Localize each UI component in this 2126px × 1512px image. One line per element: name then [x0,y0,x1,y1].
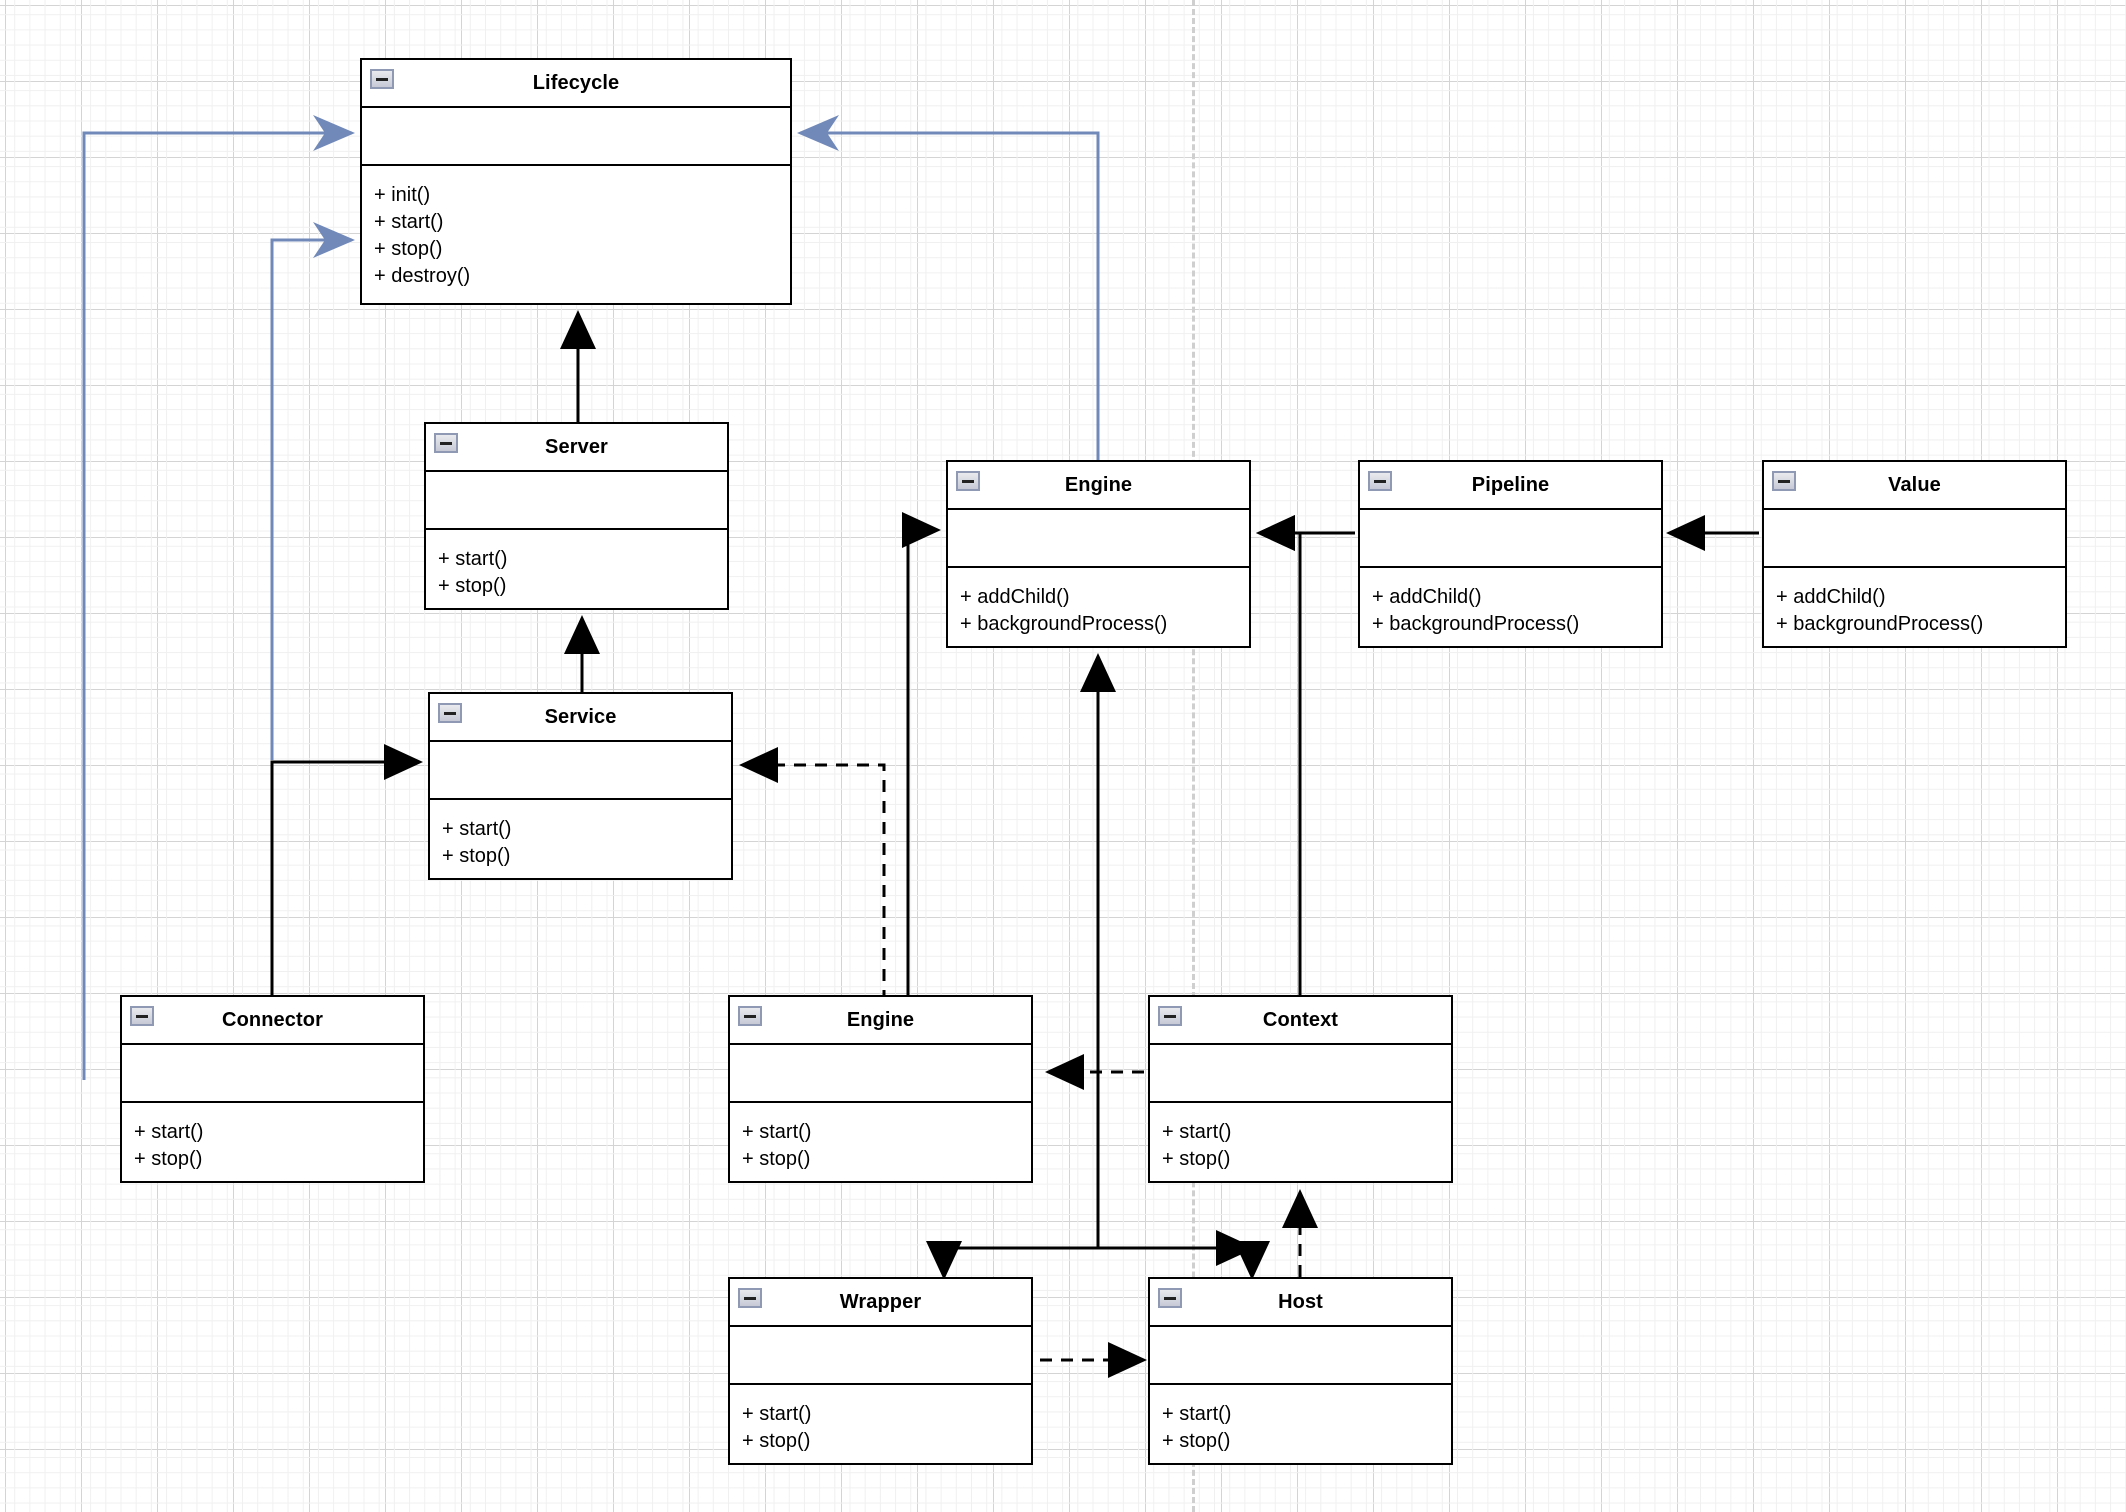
edge-enginebottom-to-enginetop [902,512,941,995]
operations-compartment: + start() + stop() [730,1103,1031,1185]
operations-compartment: + addChild() + backgroundProcess() [948,568,1249,650]
operation-item: + start() [1162,1121,1232,1143]
operation-item: + start() [742,1403,812,1425]
attributes-compartment [948,510,1249,568]
operation-item: + start() [442,818,512,840]
operation-item: + stop() [134,1148,203,1170]
attributes-compartment [122,1045,423,1103]
operation-item: + stop() [742,1430,811,1452]
class-box-value[interactable]: Value + addChild() + backgroundProcess() [1762,460,2067,648]
operation-item: + stop() [742,1148,811,1170]
operations-compartment: + init() + start() + stop() + destroy() [362,166,790,302]
operation-item: + stop() [1162,1430,1231,1452]
minus-icon[interactable] [1158,1006,1182,1026]
edge-connector-to-lifecycle [82,115,355,1080]
attributes-compartment [730,1327,1031,1385]
class-header: Value [1764,462,2065,510]
minus-icon[interactable] [434,433,458,453]
class-name: Engine [1064,473,1133,496]
class-box-context[interactable]: Context + start() + stop() [1148,995,1453,1183]
operation-item: + destroy() [374,265,471,287]
operation-item: + stop() [1162,1148,1231,1170]
class-header: Wrapper [730,1279,1031,1327]
operation-item: + start() [134,1121,204,1143]
operation-item: + stop() [442,845,511,867]
minus-icon[interactable] [1368,471,1392,491]
operations-compartment: + addChild() + backgroundProcess() [1360,568,1661,650]
class-header: Pipeline [1360,462,1661,510]
class-header: Engine [948,462,1249,510]
edge-context-to-enginetop [1256,515,1302,995]
class-name: Context [1262,1008,1339,1031]
class-header: Service [430,694,731,742]
attributes-compartment [730,1045,1031,1103]
attributes-compartment [1150,1327,1451,1385]
operations-compartment: + addChild() + backgroundProcess() [1764,568,2065,650]
attributes-compartment [1764,510,2065,568]
operation-item: + addChild() [1372,586,1482,608]
class-header: Host [1150,1279,1451,1327]
operations-compartment: + start() + stop() [430,800,731,882]
attributes-compartment [1150,1045,1451,1103]
minus-icon[interactable] [1158,1288,1182,1308]
class-box-service[interactable]: Service + start() + stop() [428,692,733,880]
operation-item: + stop() [374,238,443,260]
operations-compartment: + start() + stop() [426,530,727,612]
operation-item: + start() [374,211,444,233]
edge-connector-to-service [270,744,423,995]
operations-compartment: + start() + stop() [1150,1385,1451,1467]
operation-item: + addChild() [1776,586,1886,608]
class-box-host[interactable]: Host + start() + stop() [1148,1277,1453,1465]
class-name: Server [545,435,608,458]
operations-compartment: + start() + stop() [1150,1103,1451,1185]
class-name: Pipeline [1471,473,1550,496]
class-name: Wrapper [839,1290,922,1313]
class-header: Context [1150,997,1451,1045]
operation-item: + init() [374,184,431,206]
minus-icon[interactable] [130,1006,154,1026]
class-header: Lifecycle [362,60,790,108]
minus-icon[interactable] [1772,471,1796,491]
minus-icon[interactable] [738,1288,762,1308]
minus-icon[interactable] [738,1006,762,1026]
minus-icon[interactable] [370,69,394,89]
page-break-line [1192,0,1195,1512]
class-header: Connector [122,997,423,1045]
class-name: Service [544,705,617,728]
class-box-wrapper[interactable]: Wrapper + start() + stop() [728,1277,1033,1465]
operations-compartment: + start() + stop() [122,1103,423,1185]
edge-service-to-lifecycle [270,222,355,760]
operation-item: + backgroundProcess() [1372,613,1580,635]
operations-compartment: + start() + stop() [730,1385,1031,1467]
operation-item: + backgroundProcess() [1776,613,1984,635]
class-name: Lifecycle [532,71,620,94]
class-header: Server [426,424,727,472]
class-name: Value [1888,473,1941,496]
operation-item: + start() [438,548,508,570]
operation-item: + start() [1162,1403,1232,1425]
class-box-engine-top[interactable]: Engine + addChild() + backgroundProcess(… [946,460,1251,648]
attributes-compartment [430,742,731,800]
class-box-server[interactable]: Server + start() + stop() [424,422,729,610]
class-box-lifecycle[interactable]: Lifecycle + init() + start() + stop() + … [360,58,792,305]
operation-item: + backgroundProcess() [960,613,1168,635]
class-box-engine-bottom[interactable]: Engine + start() + stop() [728,995,1033,1183]
minus-icon[interactable] [956,471,980,491]
class-name: Connector [222,1008,323,1031]
class-name: Host [1278,1290,1323,1313]
class-box-pipeline[interactable]: Pipeline + addChild() + backgroundProces… [1358,460,1663,648]
edge-enginetop-to-lifecycle [797,115,1100,460]
attributes-compartment [362,108,790,166]
class-box-connector[interactable]: Connector + start() + stop() [120,995,425,1183]
minus-icon[interactable] [438,703,462,723]
attributes-compartment [1360,510,1661,568]
class-name: Engine [846,1008,915,1031]
operation-item: + stop() [438,575,507,597]
operation-item: + start() [742,1121,812,1143]
operation-item: + addChild() [960,586,1070,608]
class-header: Engine [730,997,1031,1045]
attributes-compartment [426,472,727,530]
